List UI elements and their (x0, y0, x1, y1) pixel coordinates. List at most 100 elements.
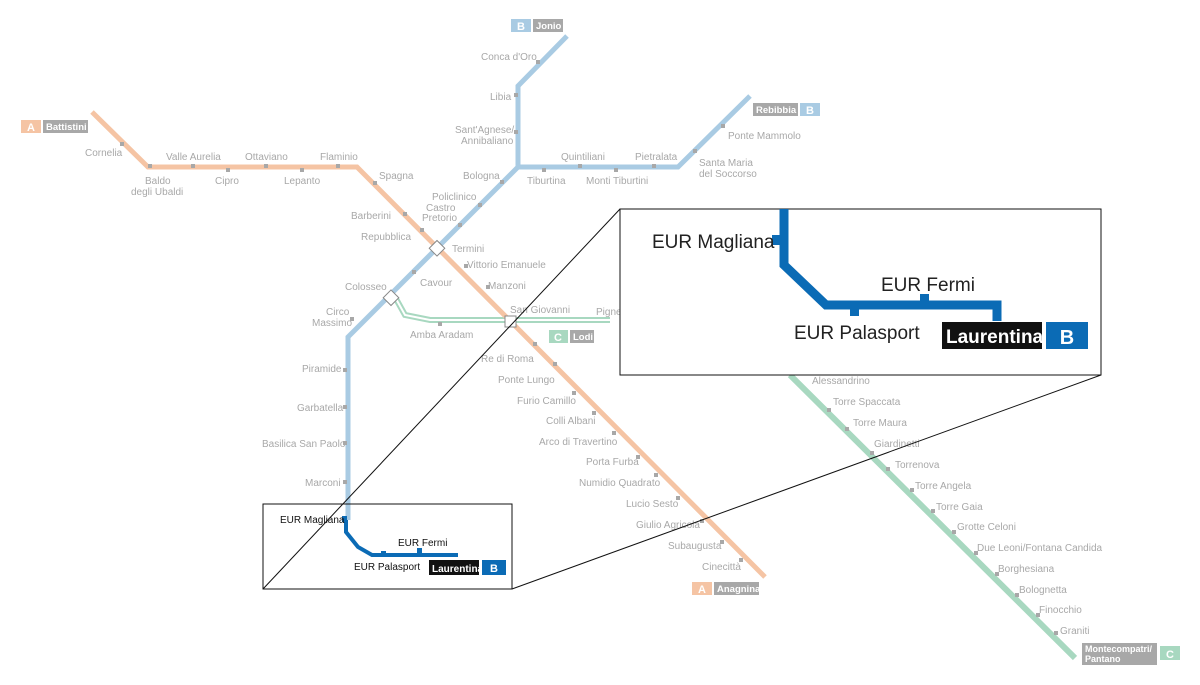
tick-re-di-roma (533, 342, 537, 346)
line-a-letter: A (698, 584, 706, 596)
station-giardinetti[interactable]: Giardinetti (874, 439, 920, 450)
tick-giardinetti (870, 451, 874, 455)
station-torre-angela[interactable]: Torre Angela (915, 481, 972, 492)
station-finocchio[interactable]: Finocchio (1039, 605, 1082, 616)
terminus-battistini[interactable]: A Battistini (21, 120, 88, 134)
station-santagnese[interactable]: Sant'Agnese/ (455, 125, 514, 136)
station-tiburtina[interactable]: Tiburtina (527, 176, 566, 187)
zoom-station-eur-fermi[interactable]: EUR Fermi (881, 275, 975, 296)
terminus-laurentina-small[interactable]: Laurentina B (429, 560, 506, 575)
station-cornelia[interactable]: Cornelia (85, 148, 123, 159)
station-due-leoni[interactable]: Due Leoni/Fontana Candida (977, 543, 1103, 554)
tick-ottaviano (264, 164, 268, 168)
station-valle-aurelia[interactable]: Valle Aurelia (166, 152, 221, 163)
station-manzoni[interactable]: Manzoni (488, 281, 526, 292)
station-lepanto[interactable]: Lepanto (284, 176, 321, 187)
station-piramide[interactable]: Piramide (302, 364, 342, 375)
station-re-di-roma[interactable]: Re di Roma (481, 354, 534, 365)
station-san-giovanni[interactable]: San Giovanni (510, 305, 570, 316)
station-graniti[interactable]: Graniti (1060, 626, 1089, 637)
tick-bologna (500, 180, 504, 184)
zoom-terminus-laurentina-label: Laurentina (946, 327, 1044, 348)
station-vittorio-emanuele[interactable]: Vittorio Emanuele (467, 260, 546, 271)
interchange-colosseo[interactable] (382, 289, 400, 307)
station-ponte-lungo[interactable]: Ponte Lungo (498, 375, 555, 386)
station-basilica-san-paolo[interactable]: Basilica San Paolo (262, 439, 346, 450)
station-pigneto[interactable]: Pigneto (596, 307, 630, 318)
station-ponte-mammolo[interactable]: Ponte Mammolo (728, 131, 801, 142)
terminus-rebibbia[interactable]: Rebibbia B (753, 103, 820, 117)
station-ottaviano[interactable]: Ottaviano (245, 152, 288, 163)
station-flaminio[interactable]: Flaminio (320, 152, 358, 163)
station-quintiliani[interactable]: Quintiliani (561, 152, 605, 163)
station-eur-magliana[interactable]: EUR Magliana (280, 515, 345, 526)
zoom-tick-eur-magliana (772, 235, 780, 245)
station-conca-doro[interactable]: Conca d'Oro (481, 52, 537, 63)
station-giulio-agricola[interactable]: Giulio Agricola (636, 520, 700, 531)
station-cinecitta[interactable]: Cinecittà (702, 562, 741, 573)
station-barberini[interactable]: Barberini (351, 211, 391, 222)
station-castro[interactable]: Castro (426, 203, 456, 214)
station-baldo[interactable]: Baldo (145, 176, 171, 187)
terminus-lodi[interactable]: C Lodi (549, 330, 594, 344)
station-numidio-quadrato[interactable]: Numidio Quadrato (579, 478, 661, 489)
station-repubblica[interactable]: Repubblica (361, 232, 411, 243)
station-bolognetta[interactable]: Bolognetta (1019, 585, 1067, 596)
station-subaugusta[interactable]: Subaugusta (668, 541, 722, 552)
station-alessandrino[interactable]: Alessandrino (812, 376, 870, 387)
station-pietralata[interactable]: Pietralata (635, 152, 678, 163)
station-spagna[interactable]: Spagna (379, 171, 414, 182)
station-torre-gaia[interactable]: Torre Gaia (936, 502, 983, 513)
tick-piramide (343, 368, 347, 372)
station-borghesiana[interactable]: Borghesiana (998, 564, 1055, 575)
station-cipro[interactable]: Cipro (215, 176, 239, 187)
station-torre-spaccata[interactable]: Torre Spaccata (833, 397, 901, 408)
line-c-letter: C (1166, 649, 1174, 661)
tick-libia (514, 93, 518, 97)
station-torre-maura[interactable]: Torre Maura (853, 418, 907, 429)
tick-santa-maria (693, 149, 697, 153)
terminus-anagnina[interactable]: A Anagnina (692, 582, 761, 596)
terminus-jonio[interactable]: B Jonio (511, 19, 563, 33)
station-lucio-sesto[interactable]: Lucio Sesto (626, 499, 679, 510)
station-eur-palasport[interactable]: EUR Palasport (354, 562, 420, 573)
station-monti-tiburtini[interactable]: Monti Tiburtini (586, 176, 648, 187)
station-torrenova[interactable]: Torrenova (895, 460, 940, 471)
station-cavour[interactable]: Cavour (420, 278, 453, 289)
station-circo[interactable]: Circo (326, 307, 350, 318)
station-santa-maria[interactable]: Santa Maria (699, 158, 753, 169)
interchange-termini[interactable] (428, 239, 446, 257)
zoom-station-eur-palasport[interactable]: EUR Palasport (794, 323, 920, 344)
station-circo-line2[interactable]: Massimo (312, 318, 352, 329)
line-b-north-branch (515, 34, 569, 167)
tick-garbatella (343, 405, 347, 409)
zoom-station-eur-magliana[interactable]: EUR Magliana (652, 232, 775, 253)
zoom-terminus-laurentina[interactable]: Laurentina B (942, 322, 1088, 349)
station-santa-maria-line2[interactable]: del Soccorso (699, 169, 757, 180)
line-b-letter: B (806, 105, 814, 117)
tick-subaugusta (720, 540, 724, 544)
station-furio-camillo[interactable]: Furio Camillo (517, 396, 576, 407)
station-eur-fermi[interactable]: EUR Fermi (398, 538, 447, 549)
station-porta-furba[interactable]: Porta Furba (586, 457, 639, 468)
station-grotte-celoni[interactable]: Grotte Celoni (957, 522, 1016, 533)
station-termini[interactable]: Termini (452, 244, 484, 255)
tick-colli (592, 411, 596, 415)
interchange-san-giovanni[interactable] (504, 315, 517, 328)
station-bologna[interactable]: Bologna (463, 171, 500, 182)
station-garbatella[interactable]: Garbatella (297, 403, 344, 414)
terminus-laurentina-label: Laurentina (432, 564, 484, 575)
station-policlinico[interactable]: Policlinico (432, 192, 477, 203)
line-a-badge (21, 120, 41, 133)
terminus-label-bg (429, 560, 479, 575)
station-santagnese-line2[interactable]: Annibaliano (461, 136, 514, 147)
station-arco-di-travertino[interactable]: Arco di Travertino (539, 437, 618, 448)
station-castro-line2[interactable]: Pretorio (422, 213, 457, 224)
terminus-montecompatri[interactable]: Montecompatri/ Pantano C (1082, 643, 1180, 665)
station-baldo-line2[interactable]: degli Ubaldi (131, 187, 183, 198)
station-libia[interactable]: Libia (490, 92, 512, 103)
station-amba-aradam[interactable]: Amba Aradam (410, 330, 473, 341)
station-marconi[interactable]: Marconi (305, 478, 341, 489)
station-colli-albani[interactable]: Colli Albani (546, 416, 595, 427)
station-colosseo[interactable]: Colosseo (345, 282, 387, 293)
